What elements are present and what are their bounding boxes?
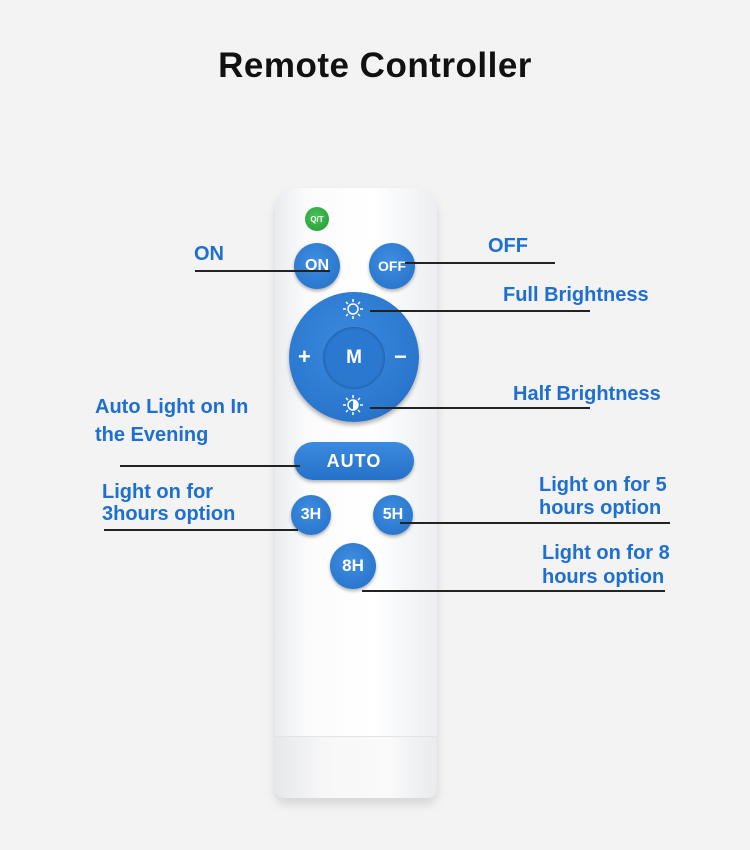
leader-line-full — [370, 310, 590, 312]
leader-line-on — [195, 270, 330, 272]
page-title: Remote Controller — [218, 46, 532, 85]
plus-button[interactable]: + — [298, 344, 311, 369]
leader-line-5h — [400, 522, 670, 524]
label-3h-line2: 3hours option — [102, 503, 236, 525]
label-5h-line2: hours option — [539, 497, 662, 519]
minus-button[interactable]: − — [394, 344, 407, 369]
leader-line-3h — [104, 529, 298, 531]
label-on: ON — [194, 243, 224, 265]
leader-line-off — [405, 262, 555, 264]
leader-line-auto — [120, 465, 300, 467]
label-8h-line2: hours option — [542, 566, 665, 588]
label-off: OFF — [488, 235, 528, 257]
label-8h-line1: Light on for 8 — [542, 542, 670, 564]
sun-icon[interactable] — [342, 298, 364, 320]
leader-line-half — [370, 407, 590, 409]
label-full-brightness: Full Brightness — [503, 284, 649, 306]
label-half-brightness: Half Brightness — [513, 383, 661, 405]
qt-button[interactable]: Q/T — [305, 207, 329, 231]
5h-button[interactable]: 5H — [373, 495, 413, 535]
off-button[interactable]: OFF — [369, 243, 415, 289]
3h-button[interactable]: 3H — [291, 495, 331, 535]
half-sun-icon[interactable] — [342, 394, 364, 416]
auto-button[interactable]: AUTO — [294, 442, 414, 480]
leader-line-8h — [362, 590, 665, 592]
label-5h-line1: Light on for 5 — [539, 474, 667, 496]
label-3h-line1: Light on for — [102, 481, 214, 503]
label-auto-line2: the Evening — [95, 424, 209, 446]
8h-button[interactable]: 8H — [330, 543, 376, 589]
remote-bottom — [275, 736, 437, 798]
remote-controller — [275, 188, 437, 798]
label-auto-line1: Auto Light on In — [95, 396, 249, 418]
on-button[interactable]: ON — [294, 243, 340, 289]
mode-button[interactable]: M — [323, 327, 385, 389]
